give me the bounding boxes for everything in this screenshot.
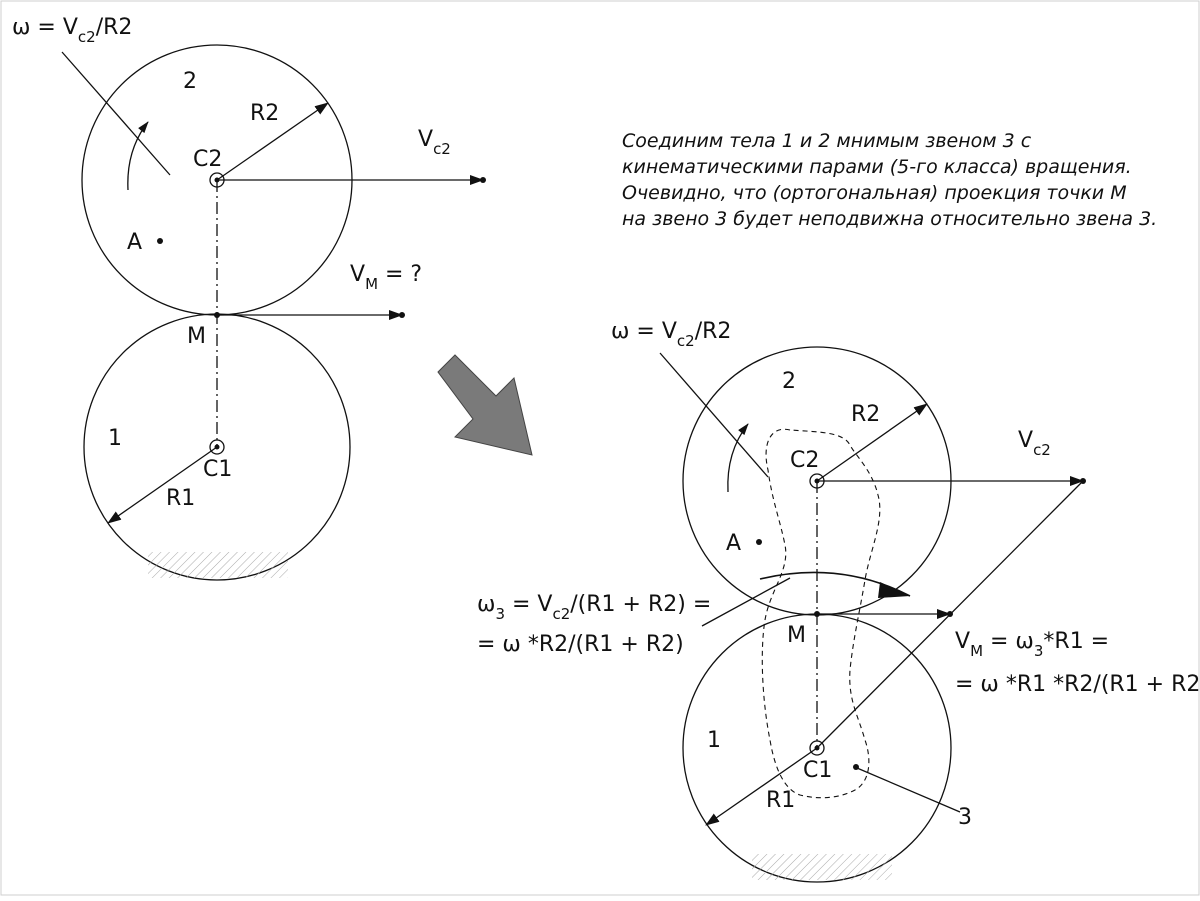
link-3-point-dot bbox=[853, 764, 859, 770]
bottom-vc2-label: Vc2 bbox=[1018, 428, 1051, 459]
bottom-m-label: M bbox=[787, 623, 806, 648]
bottom-vc2-tip-dot bbox=[1080, 478, 1086, 484]
bottom-r2-label: R2 bbox=[851, 402, 880, 427]
top-r1-arrow bbox=[107, 446, 218, 524]
top-vc2-tip-dot bbox=[480, 177, 486, 183]
top-a-dot bbox=[157, 238, 163, 244]
top-wheel-2-number: 2 bbox=[183, 69, 197, 94]
top-c2-dot bbox=[214, 177, 220, 183]
note-line-2: кинематическими парами (5-го класса) вра… bbox=[622, 156, 1132, 178]
bottom-c2-joint bbox=[809, 473, 825, 489]
top-r2-arrow bbox=[216, 102, 329, 181]
bottom-rotation-arrow bbox=[727, 423, 749, 493]
omega3-formula-line-1: ω3 = Vc2/(R1 + R2) = bbox=[477, 592, 711, 623]
explanation-note: Соединим тела 1 и 2 мнимым звеном 3 с ки… bbox=[622, 130, 1157, 230]
top-omega-formula: ω = Vc2/R2 bbox=[12, 15, 132, 46]
bottom-wheel-2-number: 2 bbox=[782, 369, 796, 394]
bottom-r2-arrow bbox=[816, 403, 928, 482]
top-m-label: M bbox=[187, 324, 206, 349]
top-omega-leader bbox=[61, 51, 171, 176]
top-rotation-arrow bbox=[127, 121, 149, 191]
top-r2-label: R2 bbox=[250, 101, 279, 126]
top-vm-label: VM = ? bbox=[350, 262, 422, 293]
bottom-r1-label: R1 bbox=[766, 788, 795, 813]
top-ground-hatch bbox=[148, 552, 288, 578]
top-c1-label: C1 bbox=[203, 457, 232, 482]
bottom-a-label: A bbox=[726, 531, 741, 556]
top-mechanism bbox=[61, 44, 484, 581]
vm-formula-line-1: VM = ω3*R1 = bbox=[955, 629, 1109, 660]
bottom-ground-hatch bbox=[752, 854, 892, 880]
top-c1-joint bbox=[209, 439, 225, 455]
note-line-1: Соединим тела 1 и 2 мнимым звеном 3 с bbox=[622, 130, 1032, 152]
link-3-outline bbox=[761, 428, 881, 799]
transition-arrow-icon bbox=[437, 354, 533, 456]
bottom-c2-dot bbox=[814, 478, 820, 484]
bottom-r1-arrow bbox=[705, 747, 818, 826]
bottom-c2-label: C2 bbox=[790, 448, 819, 473]
bottom-wheel-1-number: 1 bbox=[707, 728, 721, 753]
omega3-formula-line-2: = ω *R2/(R1 + R2) bbox=[477, 632, 684, 657]
bottom-c1-dot bbox=[814, 745, 820, 751]
top-vm-tip-dot bbox=[399, 312, 405, 318]
top-c1-dot bbox=[214, 444, 220, 450]
top-c2-label: C2 bbox=[193, 147, 222, 172]
omega3-arrowhead-icon bbox=[878, 582, 910, 598]
link-3-leader bbox=[856, 767, 961, 813]
bottom-a-dot bbox=[756, 539, 762, 545]
bottom-m-dot bbox=[814, 611, 820, 617]
omega3-leader bbox=[701, 577, 791, 627]
bottom-c1-label: C1 bbox=[803, 758, 832, 783]
top-c2-joint bbox=[209, 172, 225, 188]
top-r1-label: R1 bbox=[166, 486, 195, 511]
vm-formula-line-2: = ω *R1 *R2/(R1 + R2) bbox=[955, 672, 1200, 697]
top-wheel-1-number: 1 bbox=[108, 426, 122, 451]
bottom-c1-joint bbox=[809, 740, 825, 756]
link-3-label: 3 bbox=[958, 805, 972, 830]
top-a-label: A bbox=[127, 230, 142, 255]
bottom-vm-tip-dot bbox=[947, 611, 953, 617]
note-line-3: Очевидно, что (ортогональная) проекция т… bbox=[622, 182, 1127, 204]
note-line-4: на звено 3 будет неподвижна относительно… bbox=[622, 208, 1157, 230]
top-m-dot bbox=[214, 312, 220, 318]
bottom-omega-leader bbox=[659, 352, 769, 478]
bottom-omega-formula: ω = Vc2/R2 bbox=[611, 319, 731, 350]
top-vc2-label: Vc2 bbox=[418, 127, 451, 158]
